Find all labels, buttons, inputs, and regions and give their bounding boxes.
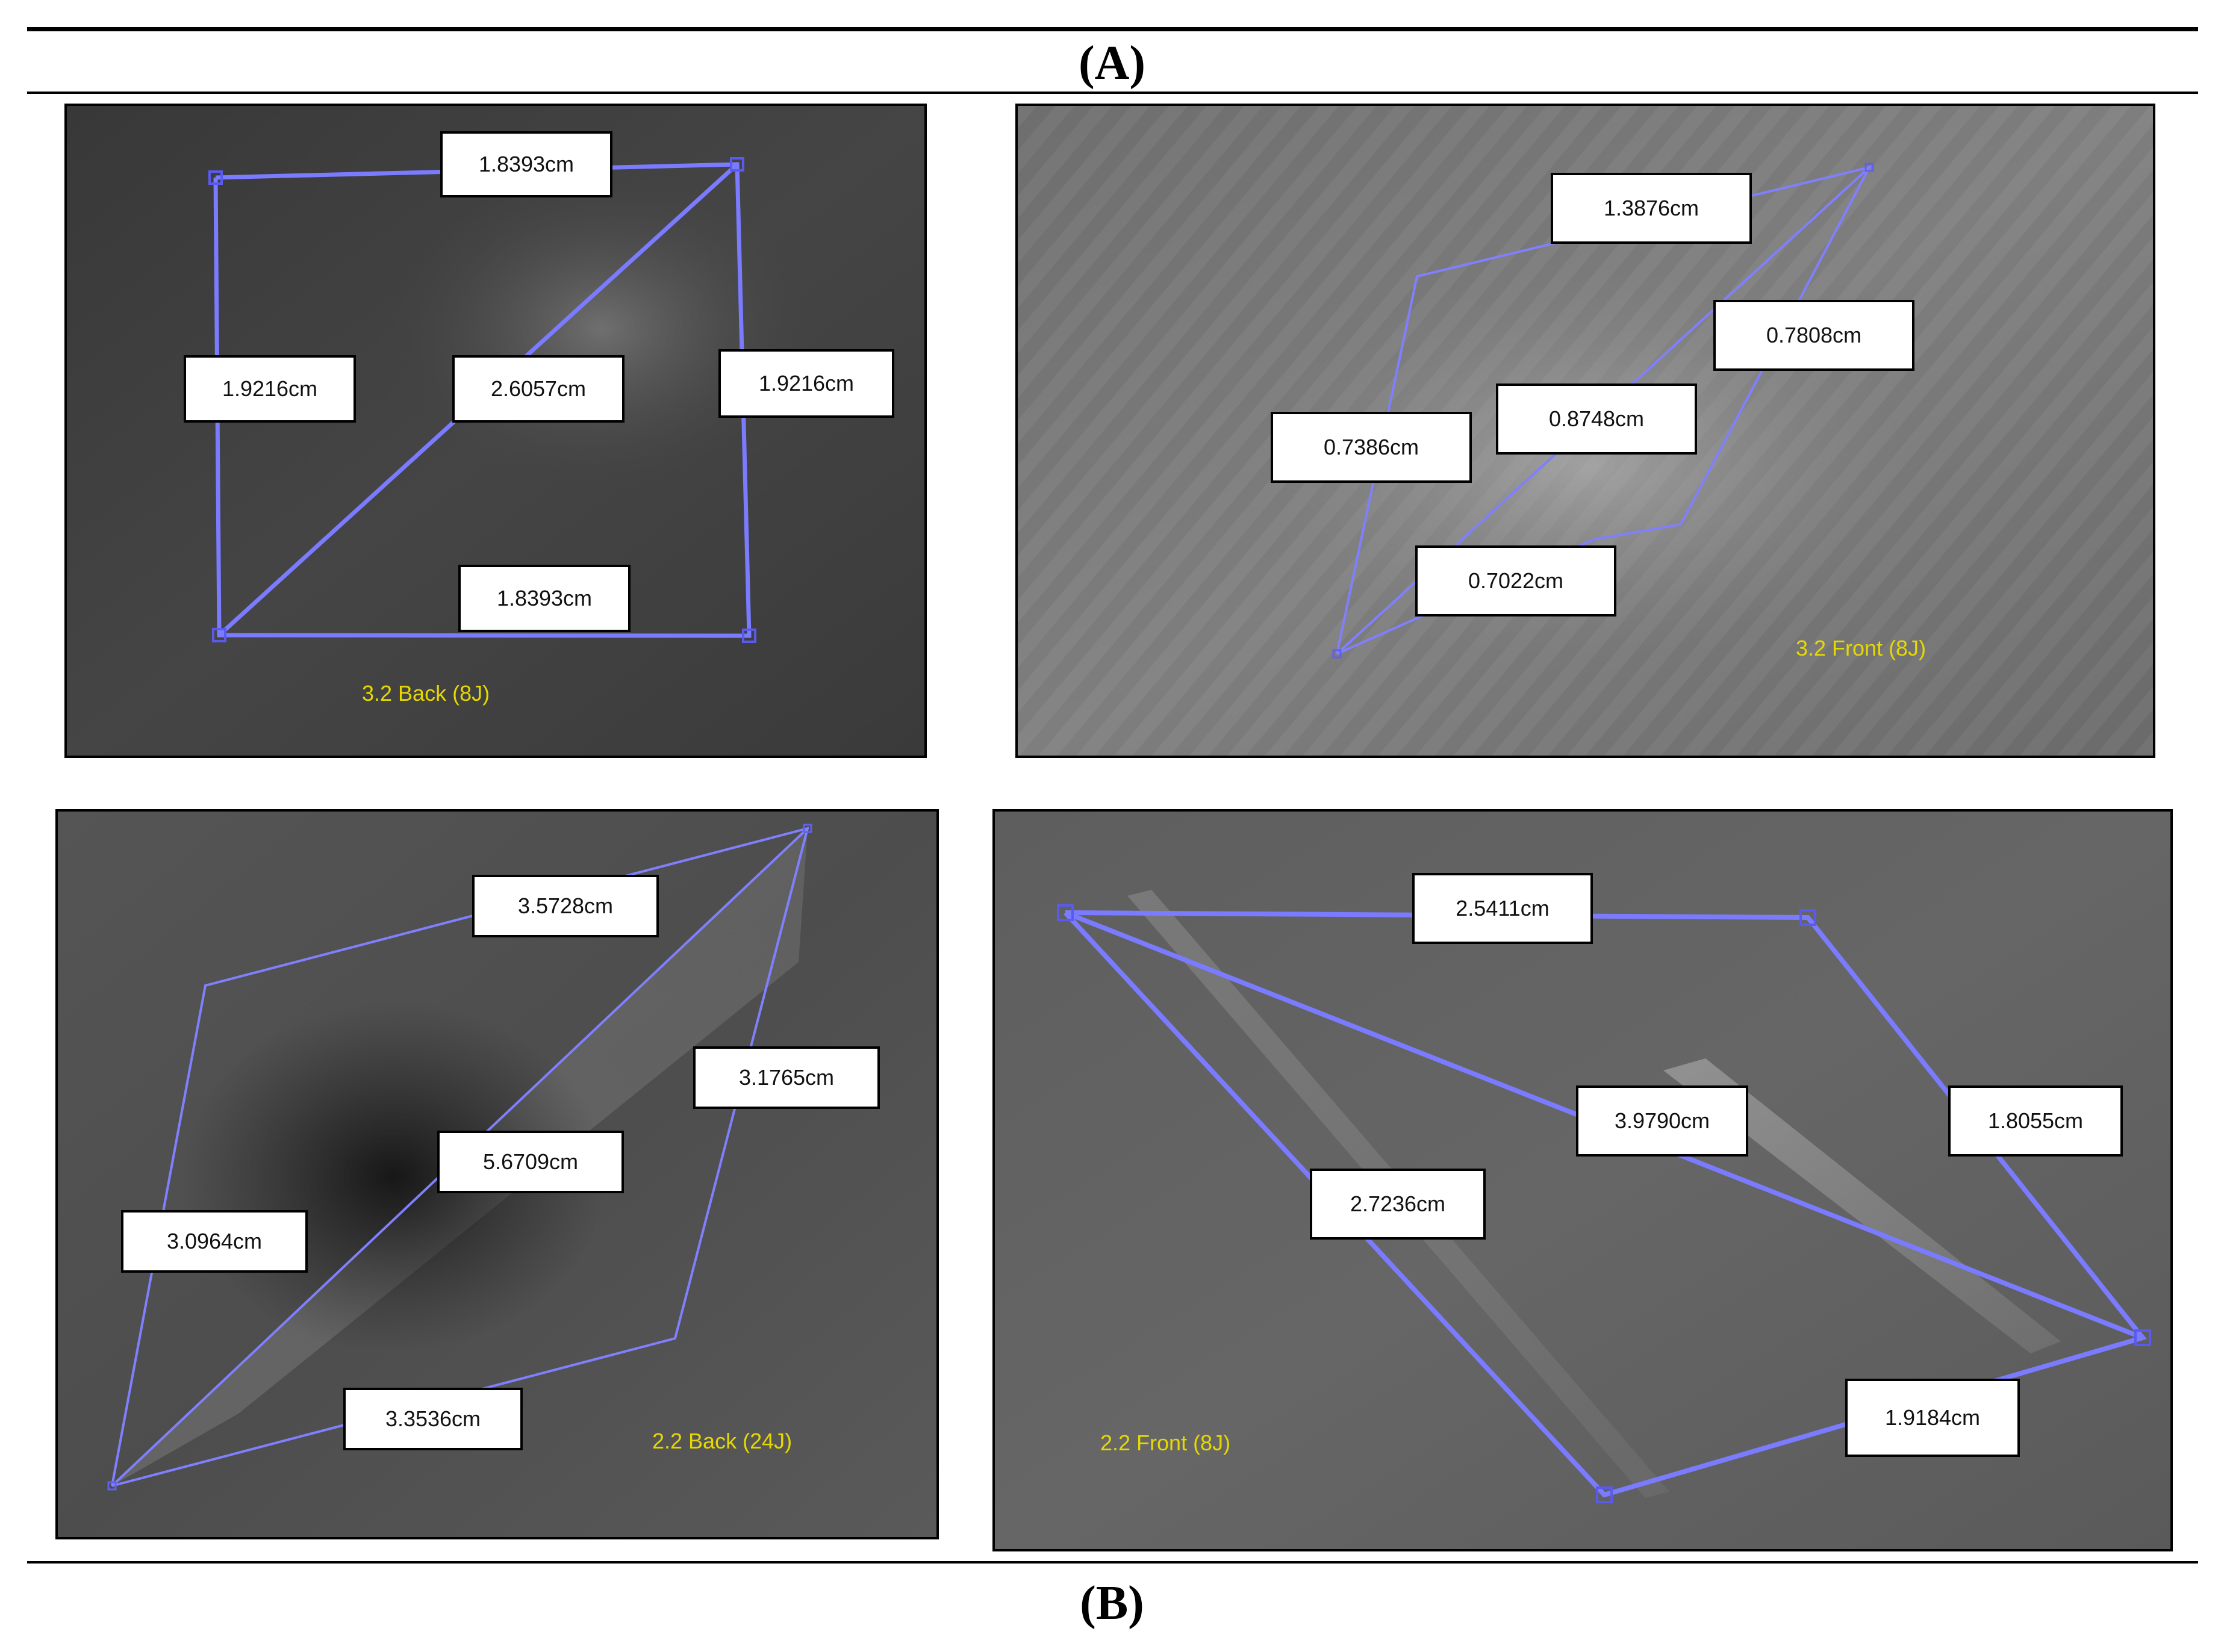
rule-above-b: [27, 1561, 2198, 1564]
measurement-label: 2.7236cm: [1310, 1169, 1486, 1240]
measurement-label: 5.6709cm: [437, 1131, 624, 1193]
measurement-label: 3.5728cm: [472, 875, 659, 937]
rule-below-a: [27, 92, 2198, 94]
measurement-label: 0.7022cm: [1415, 545, 1616, 616]
measurement-label: 0.7808cm: [1713, 300, 1914, 371]
panel-3-2-back-image: [67, 106, 924, 756]
measurement-label: 1.8055cm: [1948, 1085, 2123, 1157]
measurement-label: 0.8748cm: [1496, 384, 1697, 455]
measurement-label: 1.9216cm: [718, 349, 894, 418]
measurement-label: 3.3536cm: [343, 1388, 523, 1450]
measurement-label: 1.9216cm: [184, 355, 356, 423]
measurement-label: 3.1765cm: [693, 1046, 880, 1109]
measurement-label: 3.0964cm: [121, 1210, 308, 1273]
panel-3-2-front: 1.3876cm 0.7808cm 0.8748cm 0.7386cm 0.70…: [1015, 104, 2155, 758]
measurement-label: 2.5411cm: [1412, 873, 1593, 944]
measurement-label: 1.8393cm: [458, 565, 631, 632]
measurement-label: 1.8393cm: [440, 131, 612, 197]
sample-label: 3.2 Front (8J): [1796, 636, 1927, 660]
panel-2-2-front: 2.5411cm 3.9790cm 1.8055cm 2.7236cm 1.91…: [992, 809, 2173, 1551]
measurement-label: 1.9184cm: [1845, 1379, 2020, 1457]
caption-b: (B): [1080, 1577, 1144, 1630]
sample-label: 2.2 Back (24J): [652, 1429, 793, 1453]
panel-3-2-back: 1.8393cm 1.9216cm 2.6057cm 1.9216cm 1.83…: [64, 104, 927, 758]
sample-label: 3.2 Back (8J): [362, 681, 490, 706]
measurement-label: 0.7386cm: [1271, 412, 1472, 483]
measurement-label: 1.3876cm: [1551, 173, 1752, 244]
measurement-label: 3.9790cm: [1576, 1085, 1748, 1157]
measurement-label: 2.6057cm: [452, 355, 625, 423]
caption-a: (A): [1078, 37, 1146, 90]
sample-label: 2.2 Front (8J): [1100, 1430, 1231, 1455]
panel-2-2-back: 3.5728cm 3.1765cm 5.6709cm 3.0964cm 3.35…: [55, 809, 939, 1539]
top-rule: [27, 27, 2198, 31]
